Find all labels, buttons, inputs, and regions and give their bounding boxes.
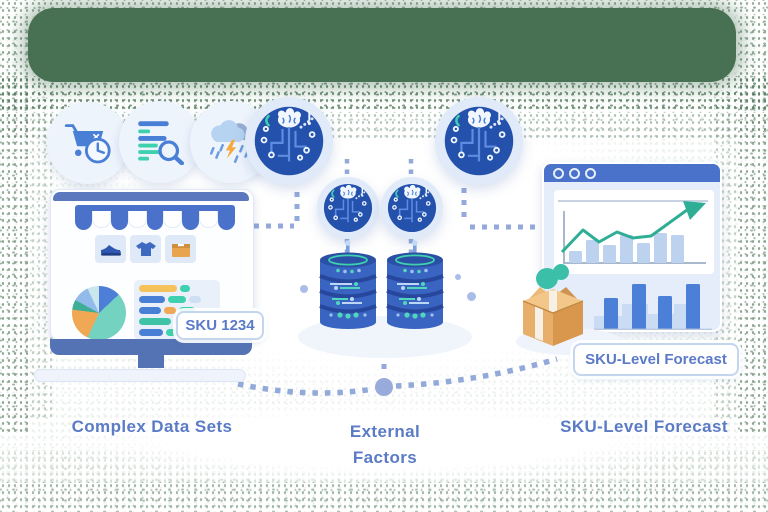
trend-chart-card [553, 189, 715, 275]
list-pill [139, 296, 165, 303]
monitor-bezel [50, 339, 252, 355]
tshirt-icon [135, 242, 156, 256]
list-pill [168, 296, 186, 303]
forecast-badge: SKU-Level Forecast [573, 343, 739, 376]
deco-dot [455, 274, 461, 280]
caption-line: External [349, 422, 421, 441]
package-icon [171, 244, 190, 257]
noise-texture [0, 14, 30, 434]
store-awning [75, 205, 236, 230]
window-button-icon [585, 167, 596, 179]
window-button-icon [553, 167, 564, 179]
ai-brain-circle-large-right [435, 97, 523, 185]
list-pill [139, 329, 163, 336]
caption-complex-data-sets: Complex Data Sets [71, 417, 233, 436]
monitor-top-bar [53, 192, 249, 201]
monitor-base [34, 369, 246, 382]
list-pill [166, 329, 180, 336]
product-tile-shirt [130, 235, 161, 263]
deco-dot [300, 285, 308, 293]
retail-demand-chip [47, 102, 129, 184]
trend-line-bar-chart [558, 200, 708, 264]
list-pill [180, 285, 190, 292]
list-pill [164, 307, 176, 314]
list-pill [179, 307, 195, 314]
leaf-icon [553, 264, 569, 280]
window-title-bar [544, 164, 720, 182]
caption-line: Factors [352, 448, 418, 468]
cardboard-box-icon [522, 287, 584, 346]
forecast-badge-label: SKU-Level Forecast [585, 351, 727, 368]
sku-badge: SKU 1234 [176, 311, 264, 340]
storefront-monitor [50, 189, 254, 369]
data-search-chip [119, 101, 201, 183]
deco-dot [467, 292, 476, 301]
ai-brain-circle-large-left [245, 97, 333, 185]
database-right [385, 240, 445, 332]
list-pill [189, 296, 201, 303]
shopping-cart-clock-icon [64, 124, 111, 164]
shipping-box [516, 278, 590, 348]
noise-texture [0, 482, 768, 512]
list-pill [139, 285, 177, 292]
window-button-icon [569, 167, 580, 179]
caption-sku-level-forecast: SKU-Level Forecast [560, 417, 728, 436]
sku-badge-label: SKU 1234 [185, 317, 255, 334]
caption-external-factors: External Factors [325, 419, 445, 472]
shoe-icon [100, 245, 121, 256]
noise-texture [738, 14, 768, 434]
leaf-icon [536, 268, 558, 289]
product-tile-shoe [95, 235, 126, 263]
database-left [318, 240, 378, 332]
ai-brain-circle-small-left [317, 177, 379, 239]
forecast-bar-chart [594, 280, 714, 330]
ai-brain-circle-small-right [381, 177, 443, 239]
monitor-stand [138, 355, 164, 368]
list-pill [139, 307, 161, 314]
search-list-icon [138, 121, 184, 165]
list-pill [139, 318, 171, 325]
pie-chart [72, 286, 126, 339]
title-banner [28, 8, 736, 82]
product-tile-box [165, 235, 196, 263]
